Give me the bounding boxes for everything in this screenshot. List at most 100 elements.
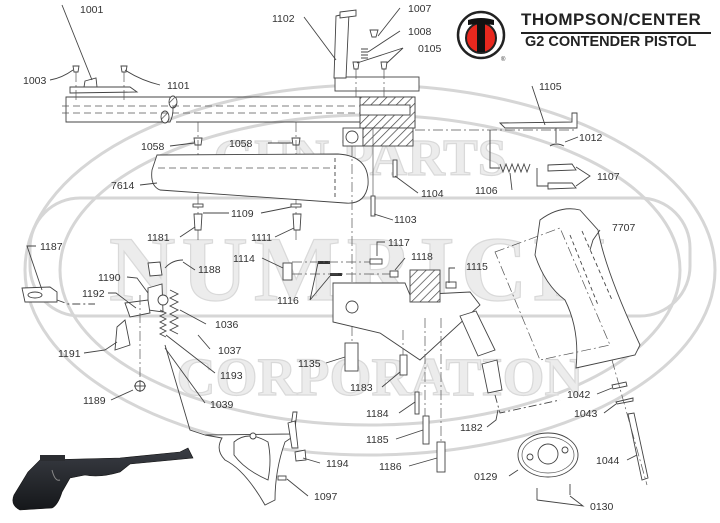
leader xyxy=(164,344,206,436)
label-1189: 1189 xyxy=(83,395,106,407)
pistol-photo xyxy=(12,447,194,511)
block-1114-icon xyxy=(282,262,293,281)
leader-1103 xyxy=(373,213,394,221)
label-1036: 1036 xyxy=(215,319,239,331)
axis-line xyxy=(56,299,95,305)
pin-1183-icon xyxy=(399,354,408,376)
registered-mark: ® xyxy=(501,56,506,63)
label-1184: 1184 xyxy=(366,408,389,420)
label-1012: 1012 xyxy=(579,132,603,144)
grip-outline-dashdot xyxy=(494,227,611,361)
frame-hinge-hole xyxy=(345,300,359,314)
sideplate-slot xyxy=(459,310,496,357)
spring-1116a-icon xyxy=(318,261,330,264)
label-7614: 7614 xyxy=(111,180,135,192)
grip-bolt-1044-icon xyxy=(627,412,649,481)
label-1042: 1042 xyxy=(567,389,591,401)
pistol-silhouette xyxy=(12,447,194,511)
leader-1058a xyxy=(169,142,195,147)
pin-1186-icon xyxy=(436,441,446,473)
leader-1191 xyxy=(83,341,118,354)
label-1192: 1192 xyxy=(82,288,105,300)
leader-7614 xyxy=(139,182,158,186)
pin-1135-icon xyxy=(344,342,359,372)
pin-1185-icon xyxy=(422,415,430,445)
label-1193: 1193 xyxy=(220,370,243,382)
label-1183: 1183 xyxy=(350,382,373,394)
leader-1117 xyxy=(376,241,385,256)
leader xyxy=(489,130,500,169)
spring-1116b-icon xyxy=(330,273,342,276)
spring-1008-icon xyxy=(361,48,368,59)
leader-1188 xyxy=(182,261,196,271)
pin-1104-icon xyxy=(392,159,398,178)
grip-body xyxy=(534,208,641,369)
lever-tip xyxy=(339,9,357,19)
label-1118: 1118 xyxy=(411,251,433,263)
leader-1111 xyxy=(274,227,295,238)
part-labels: 1001 1003 1101 1102 1007 1008 0105 1105 … xyxy=(23,3,636,513)
leader-1185 xyxy=(395,429,424,440)
leader-lines xyxy=(26,4,638,507)
leader-1007 xyxy=(377,7,401,37)
forend-body xyxy=(151,153,369,204)
label-0105: 0105 xyxy=(418,43,442,55)
label-1097: 1097 xyxy=(314,491,338,503)
plunger-1117-icon xyxy=(369,258,383,265)
leader-1115 xyxy=(448,267,455,283)
leader-1192 xyxy=(108,292,137,309)
leader-1043 xyxy=(603,403,617,414)
label-1181: 1181 xyxy=(147,232,170,244)
leader-0130 xyxy=(536,495,585,507)
screw-1115-icon xyxy=(445,281,457,289)
barrel-break-mark-2 xyxy=(160,110,170,124)
grip-cap-logo xyxy=(537,443,559,465)
leader-1037 xyxy=(197,334,211,350)
leader-1184 xyxy=(398,401,416,414)
grip-hidden-line xyxy=(569,234,599,306)
pin-1103-icon xyxy=(370,195,376,217)
spring-1012-icon xyxy=(549,143,565,147)
axis-line xyxy=(494,394,561,414)
leader-0105 xyxy=(356,47,404,64)
axis-line xyxy=(611,359,648,486)
leader-1105 xyxy=(531,85,546,126)
label-1114: 1114 xyxy=(233,253,255,265)
brand-divider xyxy=(521,32,711,34)
latch-slot xyxy=(27,291,43,299)
leader-1118 xyxy=(394,257,406,271)
leader-1182 xyxy=(486,409,499,428)
leader-1001 xyxy=(61,4,93,81)
spring-1097-icon xyxy=(277,475,287,481)
leader-1183 xyxy=(381,371,401,388)
hammer-block xyxy=(409,269,441,303)
label-1044: 1044 xyxy=(596,455,620,467)
title-block: ® THOMPSON/CENTER G2 CONTENDER PISTOL xyxy=(455,8,717,64)
bushing-1182-icon xyxy=(481,359,503,394)
label-1135: 1135 xyxy=(298,358,321,370)
leader-1106 xyxy=(509,172,513,191)
logo-t-glyph xyxy=(468,18,494,52)
screw-1003-icon xyxy=(72,65,80,73)
label-1104: 1104 xyxy=(421,188,444,200)
leader-1189 xyxy=(110,389,134,401)
label-1003: 1003 xyxy=(23,75,47,87)
label-1117: 1117 xyxy=(388,237,410,249)
receiver-frame xyxy=(332,282,481,361)
label-1105: 1105 xyxy=(539,81,562,93)
plunger-1107b xyxy=(547,182,577,190)
leader-1181 xyxy=(179,226,196,238)
label-1058a: 1058 xyxy=(141,141,165,153)
screw-1007-icon xyxy=(369,29,379,38)
tc-logo-icon: ® xyxy=(456,10,506,63)
forend-7614 xyxy=(151,146,369,360)
label-7707: 7707 xyxy=(612,222,636,234)
rear-sight-blade xyxy=(83,77,98,88)
trigger-1191 xyxy=(114,319,131,351)
label-1185: 1185 xyxy=(366,434,389,446)
guard-pin xyxy=(249,432,257,440)
washer-1043-icon xyxy=(615,397,634,405)
pin-1184-icon xyxy=(414,391,420,415)
label-1182: 1182 xyxy=(460,422,483,434)
